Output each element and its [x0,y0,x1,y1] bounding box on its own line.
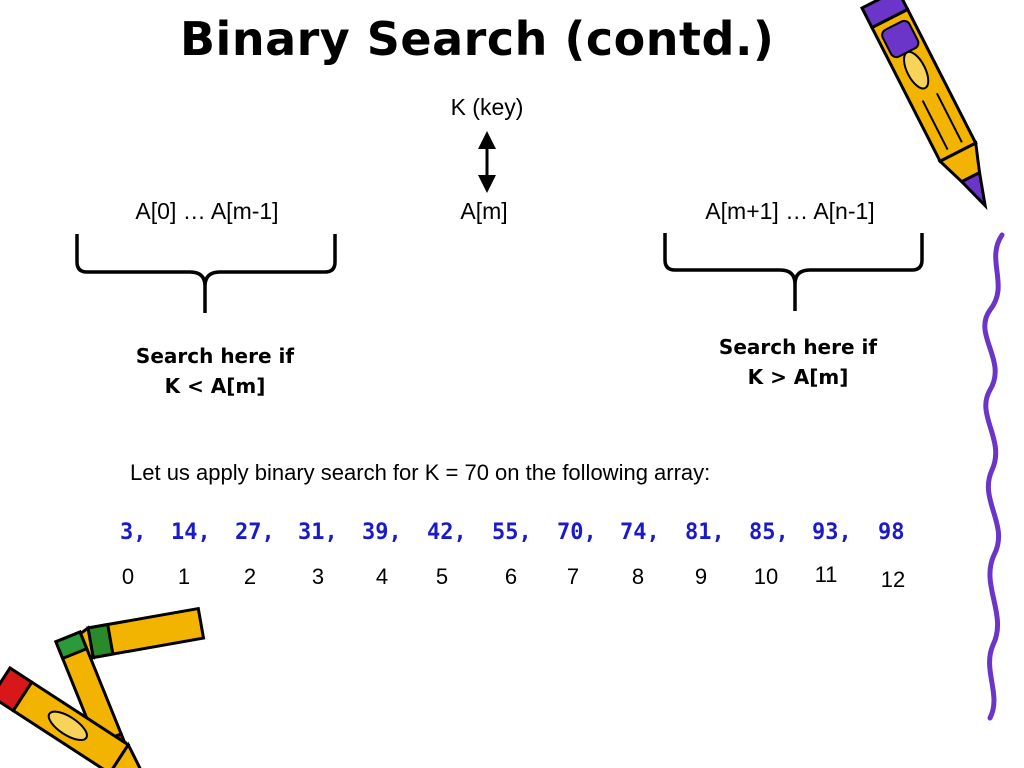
left-range-label: A[0] … A[m-1] [135,198,278,225]
array-index: 1 [178,564,190,590]
array-index: 4 [376,564,388,590]
array-value: 3, [120,520,147,545]
right-search-caption: Search here if K > A[m] [719,332,877,392]
key-label: K (key) [451,94,524,121]
example-text: Let us apply binary search for K = 70 on… [130,460,710,486]
array-index: 6 [505,564,517,590]
left-brace [77,234,335,313]
array-index: 10 [754,564,778,590]
right-caption-line1: Search here if [719,332,877,362]
array-index: 9 [695,564,707,590]
array-index: 3 [312,564,324,590]
right-brace [665,233,922,311]
array-index: 0 [122,564,134,590]
array-value: 93, [812,520,852,545]
left-search-caption: Search here if K < A[m] [136,341,294,401]
array-index: 2 [244,564,256,590]
array-value: 14, [171,520,211,545]
array-value: 55, [492,520,532,545]
array-index: 5 [436,564,448,590]
array-value: 31, [298,520,338,545]
right-caption-line2: K > A[m] [719,362,877,392]
array-value: 42, [427,520,467,545]
left-caption-line2: K < A[m] [136,371,294,401]
array-index: 8 [632,564,644,590]
array-index: 12 [881,567,905,593]
array-value: 70, [557,520,597,545]
right-range-label: A[m+1] … A[n-1] [705,198,874,225]
array-value: 39, [362,520,402,545]
array-value: 81, [685,520,725,545]
array-value: 85, [749,520,789,545]
array-value: 98 [878,520,905,545]
mid-element-label: A[m] [460,198,507,225]
array-value: 74, [620,520,660,545]
page-title: Binary Search (contd.) [180,12,774,66]
left-caption-line1: Search here if [136,341,294,371]
array-value: 27, [235,520,275,545]
array-index: 7 [567,564,579,590]
array-index: 11 [815,562,838,588]
